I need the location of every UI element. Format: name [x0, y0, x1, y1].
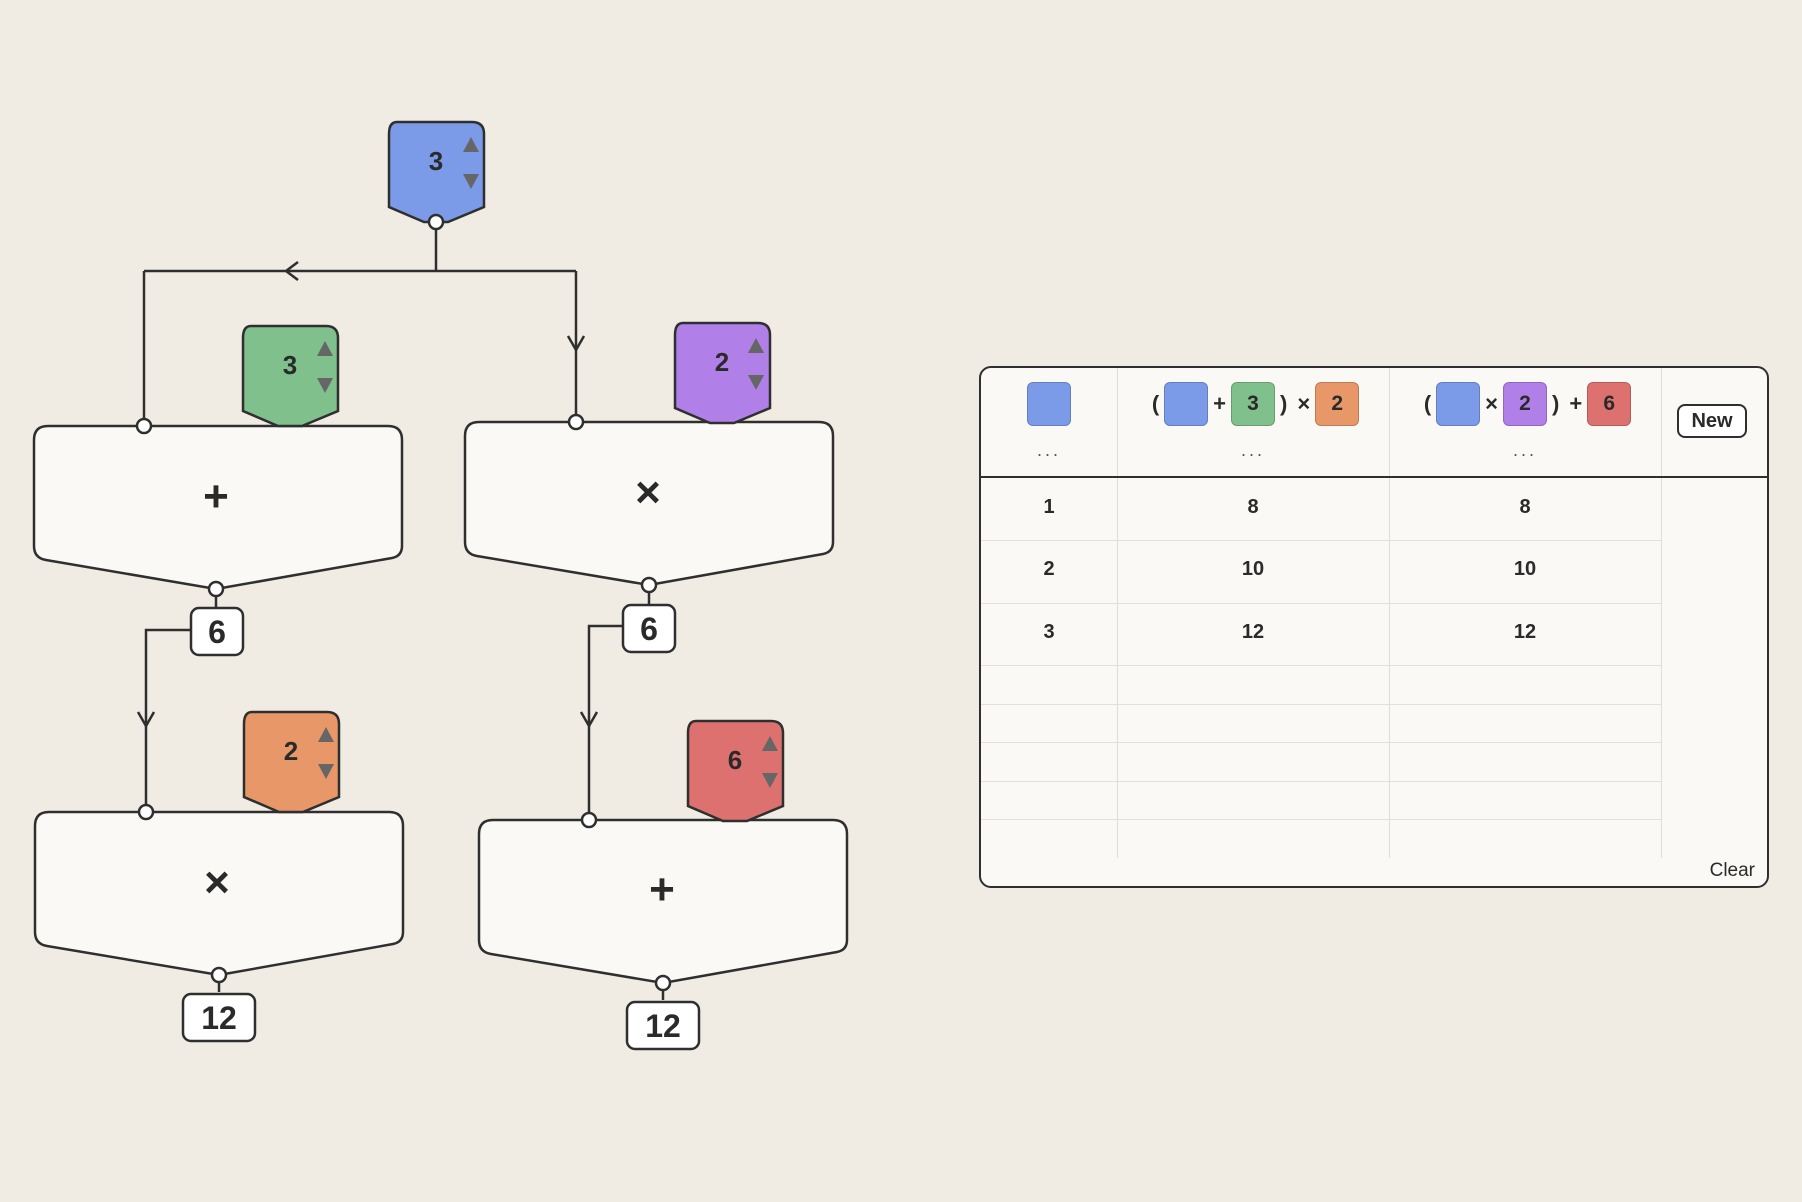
stepper-up-icon[interactable]	[317, 341, 333, 356]
input-value: 3	[429, 146, 443, 176]
row-divider	[981, 540, 1661, 541]
input-node-green[interactable]: 3	[241, 324, 340, 428]
column-options[interactable]: ...	[1036, 440, 1061, 460]
input-value: 6	[728, 745, 742, 775]
close-paren: )	[1552, 391, 1560, 416]
port-out-add-2[interactable]	[654, 974, 672, 992]
table-cell: 12	[1241, 621, 1265, 643]
port-in-mul-1[interactable]	[567, 413, 585, 431]
chip-blue	[1164, 382, 1209, 426]
stepper-up-icon[interactable]	[762, 736, 778, 751]
output-box-add-1: 6	[189, 606, 245, 657]
stepper-up-icon[interactable]	[463, 137, 479, 152]
header-separator	[981, 476, 1767, 478]
chip-blue	[1027, 382, 1071, 426]
column-expression-2: ( ×2) +6 ...	[1389, 368, 1661, 886]
times-symbol: ×	[1297, 391, 1311, 416]
plus-symbol: +	[1569, 391, 1583, 416]
input-node-purple[interactable]: 2	[673, 321, 772, 425]
operator-block-mul-1[interactable]: ×	[463, 420, 835, 587]
stepper-up-icon[interactable]	[748, 338, 764, 353]
row-divider	[981, 819, 1661, 820]
times-operator: ×	[635, 468, 661, 517]
row-divider	[981, 603, 1661, 604]
column-divider	[1117, 368, 1118, 858]
plus-operator: +	[203, 472, 229, 521]
input-value: 3	[283, 350, 297, 380]
column-divider	[1389, 368, 1390, 858]
input-node-red[interactable]: 6	[686, 719, 785, 823]
operator-block-add-2[interactable]: +	[477, 818, 849, 985]
stepper-down-icon[interactable]	[463, 174, 479, 189]
arrow-down-2	[136, 711, 156, 729]
stepper-down-icon[interactable]	[762, 773, 778, 788]
open-paren: (	[1151, 391, 1160, 416]
port-in-add-1[interactable]	[135, 417, 153, 435]
table-cell: 10	[1241, 558, 1265, 580]
chip-green: 3	[1231, 382, 1275, 426]
port-out-blue[interactable]	[427, 213, 445, 231]
times-operator: ×	[204, 858, 230, 907]
stepper-down-icon[interactable]	[748, 375, 764, 390]
new-column-button[interactable]: New	[1677, 404, 1747, 438]
stepper-down-icon[interactable]	[317, 378, 333, 393]
row-divider	[981, 781, 1661, 782]
open-paren: (	[1423, 391, 1432, 416]
table-cell: 8	[1247, 496, 1259, 518]
ports	[135, 213, 672, 992]
table-cell: 3	[1043, 621, 1055, 643]
port-out-mul-2[interactable]	[210, 966, 228, 984]
arrow-down	[566, 335, 586, 353]
column-options[interactable]: ...	[1512, 440, 1537, 460]
times-symbol: ×	[1485, 391, 1498, 416]
output-value: 12	[645, 1008, 681, 1044]
operator-block-add-1[interactable]: +	[32, 424, 404, 591]
stepper-up-icon[interactable]	[318, 727, 334, 742]
table-cell: 1	[1043, 496, 1055, 518]
row-divider	[981, 665, 1661, 666]
chip-blue	[1436, 382, 1481, 426]
stepper-down-icon[interactable]	[318, 764, 334, 779]
port-out-add-1[interactable]	[207, 580, 225, 598]
column-input: ...	[981, 368, 1117, 886]
output-box-mul-2: 12	[181, 992, 257, 1043]
input-node-body	[387, 120, 486, 224]
plus-operator: +	[649, 865, 675, 914]
table-cell: 12	[1513, 621, 1537, 643]
input-value: 2	[284, 736, 298, 766]
output-value: 6	[208, 614, 226, 650]
input-value: 2	[715, 347, 729, 377]
arrow-left	[283, 261, 299, 281]
output-value: 6	[640, 611, 658, 647]
table-cell: 10	[1513, 558, 1537, 580]
column-expression-1: ( +3) ×2 ...	[1117, 368, 1389, 886]
output-box-mul-1: 6	[621, 603, 677, 654]
wire-blue-split	[144, 222, 576, 273]
table-cell: 2	[1043, 558, 1055, 580]
chip-orange: 2	[1315, 382, 1360, 426]
port-out-mul-1[interactable]	[640, 576, 658, 594]
table-cell: 8	[1519, 496, 1531, 518]
wires	[136, 222, 665, 1000]
chip-red: 6	[1587, 382, 1632, 426]
port-in-add-2[interactable]	[580, 811, 598, 829]
chip-purple: 2	[1503, 382, 1547, 426]
port-in-mul-2[interactable]	[137, 803, 155, 821]
row-divider	[981, 704, 1661, 705]
input-node-orange[interactable]: 2	[242, 710, 341, 814]
row-divider	[981, 742, 1661, 743]
output-value: 12	[201, 1000, 237, 1036]
input-node-blue[interactable]: 3	[387, 120, 486, 224]
column-divider	[1661, 368, 1662, 858]
output-box-add-2: 12	[625, 1000, 701, 1051]
arrow-down-3	[579, 711, 599, 729]
column-options[interactable]: ...	[1240, 440, 1265, 460]
operator-block-mul-2[interactable]: ×	[33, 810, 405, 977]
close-paren: )	[1280, 391, 1288, 416]
plus-symbol: +	[1213, 391, 1226, 416]
clear-button[interactable]: Clear	[1709, 860, 1755, 881]
